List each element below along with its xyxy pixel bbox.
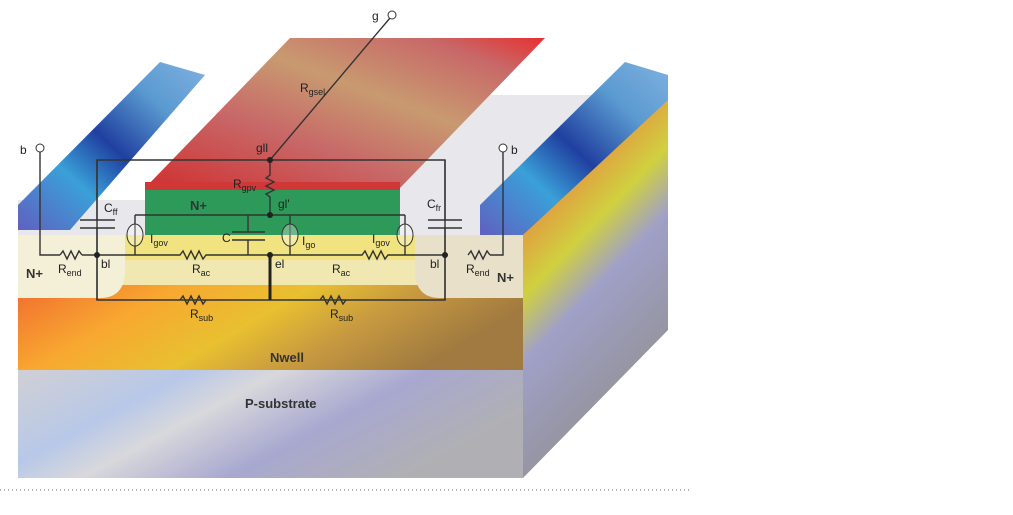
gate-nplus-region <box>145 188 400 235</box>
svg-text:Cff: Cff <box>104 201 118 217</box>
rgsel-label: R <box>300 81 309 95</box>
capacitor-c-label: C <box>222 231 231 245</box>
node-gll-label: gll <box>256 141 268 155</box>
svg-text:Rsub: Rsub <box>190 307 213 323</box>
gate-nplus-label: N+ <box>190 198 207 213</box>
nplus-right-region <box>415 235 523 298</box>
gate-top <box>145 38 545 188</box>
rac-left-sub: ac <box>201 268 211 278</box>
igov-left-label: I <box>150 232 153 246</box>
rac-right-sub: ac <box>341 268 351 278</box>
equivalent-circuit <box>35 10 508 306</box>
svg-text:Igov: Igov <box>150 232 168 248</box>
rac-right-label: R <box>332 262 341 276</box>
rend-left-sub: end <box>67 268 82 278</box>
cff-left-sub: ff <box>113 207 118 217</box>
p-substrate-label: P-substrate <box>245 396 317 411</box>
svg-text:Rac: Rac <box>192 262 211 278</box>
rsub-right-sub: sub <box>339 313 354 323</box>
left-fin <box>18 62 205 230</box>
igov-left-sub: gov <box>153 238 168 248</box>
rac-left-label: R <box>192 262 201 276</box>
svg-text:Rac: Rac <box>332 262 351 278</box>
nwell-label: Nwell <box>270 350 304 365</box>
rgpv-label: R <box>233 177 242 191</box>
rgpv-sub: gpv <box>242 183 257 193</box>
node-el-label: el <box>275 257 284 271</box>
gate-terminal-label: g <box>372 9 379 23</box>
igov-right-sub: gov <box>375 238 390 248</box>
cff-left-label: C <box>104 201 113 215</box>
rgsel-sub: gsel <box>309 87 326 97</box>
body-terminal-left-label: b <box>20 143 27 157</box>
nplus-left-label: N+ <box>26 266 43 281</box>
svg-text:Cfr: Cfr <box>427 197 441 213</box>
cff-right-sub: fr <box>436 203 442 213</box>
node-bl-left-label: bl <box>101 257 110 271</box>
igo-label: I <box>302 234 305 248</box>
rsub-right-label: R <box>330 307 339 321</box>
rend-right-sub: end <box>475 268 490 278</box>
node-bl-right-label: bl <box>430 257 439 271</box>
body-terminal-right-label: b <box>511 143 518 157</box>
node-gl-label: gl' <box>278 197 290 211</box>
svg-text:Rgsel: Rgsel <box>300 81 325 97</box>
nplus-left-region <box>18 235 125 298</box>
rsub-left-label: R <box>190 307 199 321</box>
rend-right-label: R <box>466 262 475 276</box>
svg-text:Igov: Igov <box>372 232 390 248</box>
nplus-right-label: N+ <box>497 270 514 285</box>
igov-right-label: I <box>372 232 375 246</box>
rsub-left-sub: sub <box>199 313 214 323</box>
side-face <box>523 100 668 478</box>
svg-text:Igo: Igo <box>302 234 315 250</box>
svg-text:Rsub: Rsub <box>330 307 353 323</box>
igo-sub: go <box>305 240 315 250</box>
svg-text:Rend: Rend <box>58 262 82 278</box>
rend-left-label: R <box>58 262 67 276</box>
right-fin <box>480 62 668 235</box>
svg-text:Rgpv: Rgpv <box>233 177 257 193</box>
p-substrate-region <box>18 370 523 478</box>
svg-text:Rend: Rend <box>466 262 490 278</box>
cff-right-label: C <box>427 197 436 211</box>
